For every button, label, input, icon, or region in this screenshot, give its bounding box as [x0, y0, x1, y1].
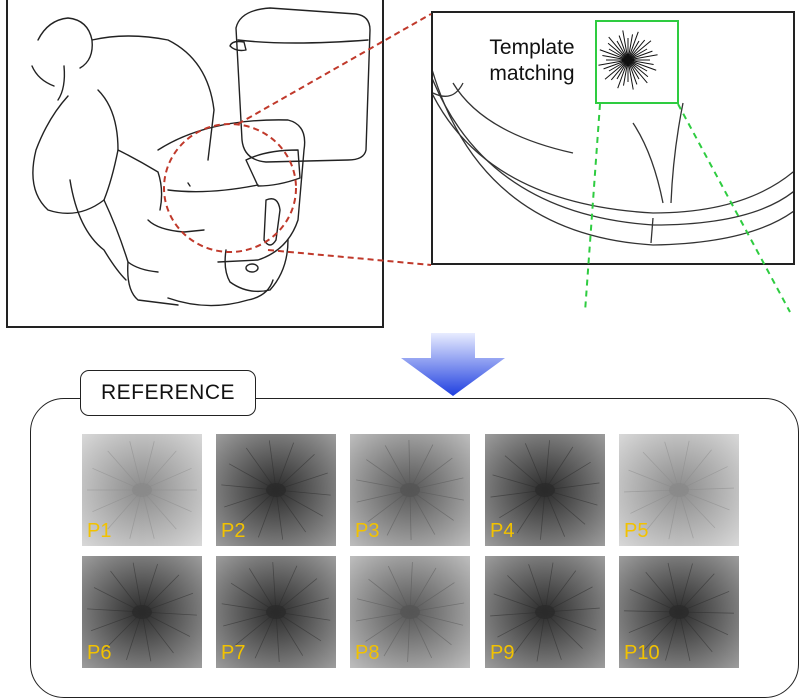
- toilet-figure-drawing: [31, 7, 371, 307]
- template-matching-label: Template matching: [472, 35, 592, 87]
- reference-tile-label: P7: [221, 642, 246, 664]
- reference-tile-image: [82, 556, 202, 668]
- red-dashed-ellipse: [163, 123, 297, 253]
- zoomed-rim-drawing: [433, 70, 793, 246]
- starburst-icon: [598, 30, 658, 90]
- reference-tile-image: [216, 434, 336, 546]
- reference-tile-label: P10: [624, 642, 660, 664]
- reference-tile-image: [485, 556, 605, 668]
- reference-tile-image: [82, 434, 202, 546]
- reference-tile-label: P3: [355, 520, 380, 542]
- reference-tile-image: [216, 556, 336, 668]
- reference-title: REFERENCE: [80, 370, 256, 416]
- reference-tile-image: [619, 434, 739, 546]
- reference-tile-p8: P8: [350, 556, 470, 668]
- reference-tile-image: [619, 556, 739, 668]
- reference-tile-label: P6: [87, 642, 112, 664]
- reference-tile-p9: P9: [485, 556, 605, 668]
- reference-tile-label: P8: [355, 642, 380, 664]
- reference-tile-image: [350, 434, 470, 546]
- reference-tile-label: P2: [221, 520, 246, 542]
- reference-tile-image: [485, 434, 605, 546]
- template-label-line1: Template: [489, 36, 575, 59]
- reference-tile-p7: P7: [216, 556, 336, 668]
- reference-tile-p1: P1: [82, 434, 202, 546]
- connector-overlay: [163, 13, 791, 396]
- reference-tile-p5: P5: [619, 434, 739, 546]
- reference-tile-p3: P3: [350, 434, 470, 546]
- red-connector-bottom: [267, 249, 432, 266]
- reference-tile-label: P1: [87, 520, 112, 542]
- reference-tile-label: P9: [490, 642, 515, 664]
- reference-tile-label: P5: [624, 520, 649, 542]
- template-label-line2: matching: [489, 62, 575, 85]
- reference-tile-p6: P6: [82, 556, 202, 668]
- toilet-illustration-panel: [6, 0, 384, 328]
- red-connector-top: [237, 13, 432, 125]
- reference-tile-p2: P2: [216, 434, 336, 546]
- reference-tile-label: P4: [490, 520, 515, 542]
- down-arrow-icon: [401, 333, 505, 396]
- green-connector-right: [677, 103, 791, 313]
- green-connector-left: [584, 103, 601, 313]
- reference-tile-p10: P10: [619, 556, 739, 668]
- reference-tile-image: [350, 556, 470, 668]
- reference-tile-p4: P4: [485, 434, 605, 546]
